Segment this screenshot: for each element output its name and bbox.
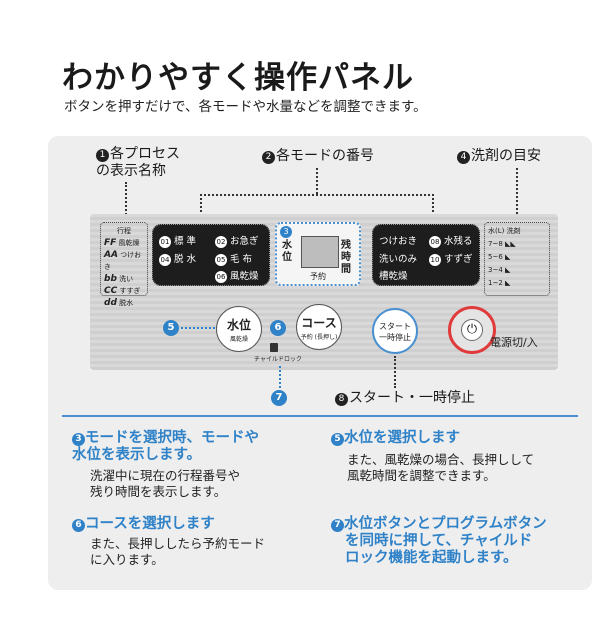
water-button-callout: 5 <box>163 320 179 336</box>
detergent-header: 水(L) 洗剤 <box>488 227 521 235</box>
leader-line <box>279 366 281 388</box>
callout-text: の表示名称 <box>96 163 166 179</box>
process-row: CC すすぎ <box>104 286 141 296</box>
power-label: 電源切/入 <box>490 336 538 349</box>
leader-line <box>200 194 202 224</box>
power-button[interactable]: ⏻ <box>448 306 496 354</box>
leader-line <box>200 194 434 196</box>
detergent-row: 1~2 ◣ <box>488 279 511 287</box>
start-pause-button[interactable]: スタート 一時停止 <box>372 308 418 354</box>
detergent-cup-icon: ◣◣ <box>505 240 516 248</box>
leader-line <box>394 356 396 388</box>
process-row: AA つけおき <box>104 250 142 271</box>
child-lock-callout: 7 <box>271 390 287 406</box>
remaining-time-label: 残時間 <box>341 240 351 275</box>
water-level-label: 水位 <box>282 240 292 263</box>
leader-line <box>432 194 434 224</box>
lock-icon <box>270 343 278 352</box>
leader-line <box>516 168 518 222</box>
note-3-body: 洗濯中に現在の行程番号や残り時間を表示します。 <box>90 468 241 499</box>
page-subtitle: ボタンを押すだけで、各モードや水量などを調整できます。 <box>64 99 427 115</box>
callout-number-badge: 2 <box>262 151 275 164</box>
power-icon: ⏻ <box>461 319 483 341</box>
detergent-cup-icon: ◣ <box>505 253 511 261</box>
callout-text: 各モードの番号 <box>276 148 374 164</box>
process-header: 行程 <box>117 227 131 235</box>
callout-text: スタート・一時停止 <box>349 390 475 406</box>
detergent-cup-icon: ◣ <box>505 266 511 274</box>
note-6-body: また、長押ししたら予約モードに入ります。 <box>90 536 266 567</box>
callout-text: 各プロセス <box>110 146 180 162</box>
leader-line <box>181 327 215 329</box>
lcd-screen <box>301 236 339 268</box>
mode-item[interactable]: 槽乾燥 <box>379 271 408 282</box>
water-level-button[interactable]: 水位 風乾燥 <box>216 306 262 352</box>
callout-number-badge: 1 <box>96 149 109 162</box>
child-lock-label: チャイルドロック <box>254 356 302 363</box>
note-5-body: また、風乾燥の場合、長押しして風乾時間を調整できます。 <box>347 452 535 483</box>
leader-line <box>125 182 127 218</box>
callout-number-badge: 8 <box>335 393 348 406</box>
course-button[interactable]: コース 予約 (長押し) <box>296 304 342 350</box>
detergent-cup-icon: ◣ <box>505 279 511 287</box>
detergent-row: 5~6 ◣ <box>488 253 511 261</box>
process-row: dd 脱水 <box>104 298 134 308</box>
process-indicator-box: 行程 FF 風乾燥 AA つけおき bb 洗い CC すすぎ dd 脱水 <box>100 222 148 308</box>
detergent-row: 7~8 ◣◣ <box>488 240 516 248</box>
reservation-label: 予約 <box>310 272 326 281</box>
leader-line <box>316 168 318 194</box>
mode-item[interactable]: 洗いのみ <box>379 254 418 265</box>
mode-item[interactable]: つけおき <box>379 236 418 247</box>
course-button-callout: 6 <box>270 320 286 336</box>
page-title: わかりやすく操作パネル <box>62 60 414 96</box>
callout-number-badge: 4 <box>457 151 470 164</box>
divider <box>62 415 578 417</box>
lcd-display: 3 水位 残時間 予約 <box>275 222 361 286</box>
detergent-row: 3~4 ◣ <box>488 266 511 274</box>
detergent-guide-box: 水(L) 洗剤 7~8 ◣◣ 5~6 ◣ 3~4 ◣ 1~2 ◣ <box>484 222 550 296</box>
process-row: FF 風乾燥 <box>104 238 140 248</box>
callout-text: 洗剤の目安 <box>471 148 541 164</box>
display-number-badge: 3 <box>280 226 292 238</box>
process-row: bb 洗い <box>104 274 134 284</box>
